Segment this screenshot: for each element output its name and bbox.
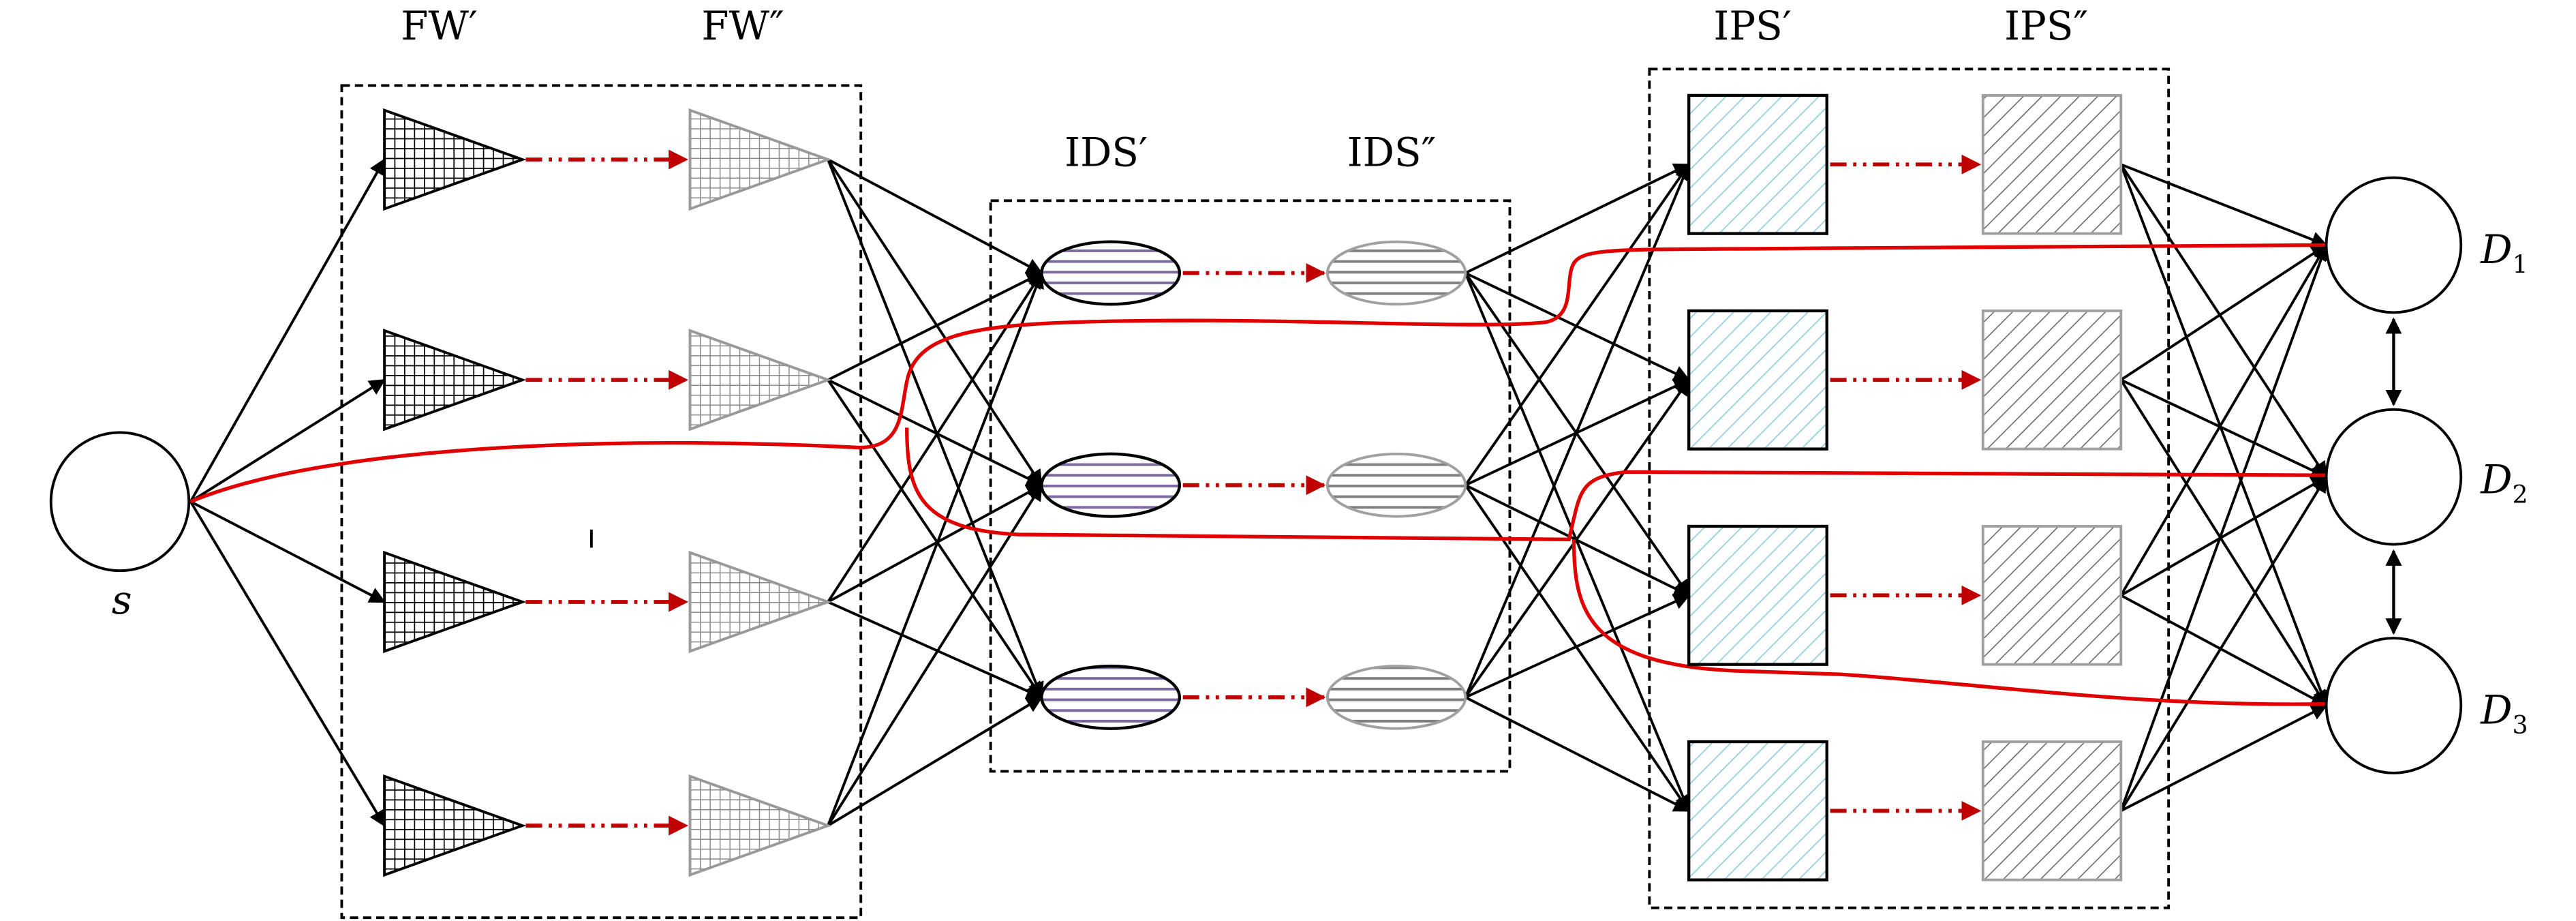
ips-backup-3[interactable] [1981, 525, 2123, 666]
edge-fw4-ids3 [827, 696, 1043, 827]
edge-fw1-ids3 [827, 159, 1044, 699]
edge-ips2-d3 [2119, 379, 2328, 708]
edge-fw4-ids2 [827, 483, 1043, 827]
label-ips-backup: IPS″ [2004, 3, 2088, 49]
edge-ips3-d2 [2120, 475, 2328, 597]
edge-ips4-d3 [2120, 704, 2328, 813]
flow-path-3 [1571, 539, 2327, 706]
edge-ips1-d1 [2120, 163, 2328, 247]
fw-primary-2[interactable] [383, 329, 527, 432]
nodes-layer [383, 93, 2123, 881]
flow-path-2 [905, 427, 2327, 541]
edge-source-fw-2 [189, 378, 386, 503]
edge-fw2-ids3 [827, 379, 1043, 699]
edge-ips1-d3 [2119, 164, 2329, 708]
source-label: s [112, 577, 132, 623]
fw-backup-4[interactable] [688, 774, 832, 877]
edge-ids1-ips1 [1465, 163, 1691, 275]
destination-label-2: D2 [2480, 457, 2528, 509]
ids-primary-2[interactable] [1040, 452, 1182, 518]
edge-source-fw-3 [189, 500, 386, 603]
ids-primary-1[interactable] [1040, 240, 1182, 306]
ips-primary-2[interactable] [1687, 309, 1828, 451]
edge-ids3-ips2 [1464, 378, 1690, 699]
ids-backup-2[interactable] [1325, 452, 1467, 518]
fw-backup-3[interactable] [688, 550, 832, 654]
edge-fw3-ids2 [827, 483, 1043, 603]
fw-group-box [340, 84, 863, 920]
edge-ids2-ips1 [1464, 163, 1690, 486]
edge-ips4-d2 [2119, 475, 2328, 812]
destination-node-2[interactable] [2325, 408, 2463, 546]
fw-primary-1[interactable] [383, 108, 527, 211]
label-fw-primary: FW′ [401, 3, 478, 49]
edge-ids3-ips3 [1465, 594, 1691, 699]
edge-ips2-d1 [2120, 243, 2328, 381]
ids-primary-3[interactable] [1040, 664, 1182, 730]
destination-node-1[interactable] [2325, 176, 2463, 314]
edges-layer [189, 157, 2329, 828]
ips-primary-3[interactable] [1687, 524, 1828, 666]
edge-ids3-ips1 [1464, 163, 1691, 698]
label-ids-primary: IDS′ [1064, 130, 1148, 176]
edge-fw1-ids2 [827, 158, 1043, 487]
edge-ips4-d1 [2119, 243, 2329, 812]
edge-ids3-ips4 [1465, 696, 1691, 813]
ips-backup-2[interactable] [1981, 309, 2123, 451]
label-ids-backup: IDS″ [1347, 130, 1436, 176]
edge-ids1-ips4 [1464, 272, 1691, 813]
edge-ips2-d2 [2120, 378, 2328, 479]
fw-backup-2[interactable] [688, 329, 832, 432]
fw-primary-3[interactable] [383, 550, 527, 654]
edge-source-fw-1 [189, 157, 386, 502]
source-node[interactable] [49, 431, 191, 573]
flow-path-1 [189, 243, 2327, 504]
label-ips-primary: IPS′ [1713, 3, 1792, 49]
edge-fw1-ids1 [827, 158, 1043, 275]
ips-group-box [1648, 67, 2171, 909]
fw-backup-1[interactable] [688, 108, 832, 211]
ips-backup-4[interactable] [1981, 740, 2123, 881]
edge-fw2-ids2 [827, 378, 1043, 487]
ids-backup-3[interactable] [1325, 665, 1467, 730]
ids-group-box [989, 199, 1512, 773]
edge-fw3-ids3 [827, 601, 1043, 699]
destination-label-3: D3 [2480, 686, 2528, 739]
destination-label-1: D1 [2480, 226, 2528, 279]
ips-backup-1[interactable] [1981, 93, 2123, 235]
edge-source-fw-4 [189, 500, 386, 828]
label-fw-backup: FW″ [701, 3, 784, 49]
destination-node-3[interactable] [2325, 637, 2463, 774]
edge-fw2-ids1 [827, 271, 1043, 382]
ips-primary-4[interactable] [1687, 740, 1828, 881]
edge-ips1-d2 [2119, 164, 2328, 479]
ips-primary-1[interactable] [1687, 93, 1828, 235]
destination-nodes: D1 D2 D3 [2325, 176, 2528, 774]
edge-fw4-ids1 [827, 271, 1044, 826]
edge-ips3-d3 [2120, 594, 2328, 707]
ids-backup-1[interactable] [1325, 240, 1467, 306]
edge-ips3-d1 [2119, 243, 2328, 597]
flow-paths [189, 243, 2327, 706]
fw-primary-4[interactable] [383, 774, 527, 877]
